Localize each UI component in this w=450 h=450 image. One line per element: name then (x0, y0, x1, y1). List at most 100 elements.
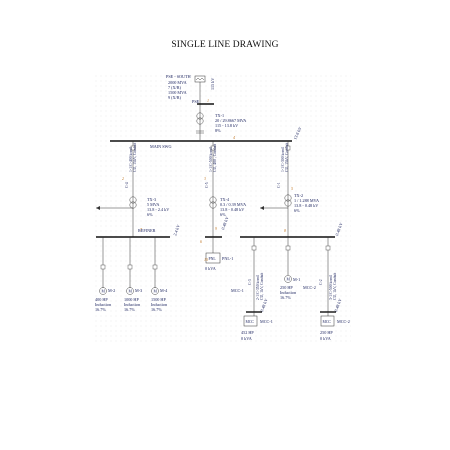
c3-spec2: CU, 1kV, Conduit (260, 272, 265, 300)
source-symbol (194, 75, 206, 83)
c4-name: C-4 (125, 182, 129, 188)
breaker-m4[interactable] (152, 264, 158, 270)
tx4-secondary-kv: 0.48 kV (220, 216, 229, 230)
c1-name: C-1 (277, 182, 281, 188)
mcc1-upper-label: MCC-1 (231, 288, 244, 293)
mcc2-upper-label: MCC-2 (303, 285, 316, 290)
m3-type: Induction (124, 302, 141, 307)
tx3-z: 6% (147, 212, 153, 217)
transformer-tx2[interactable] (284, 194, 292, 207)
tx3-kv: 13.8 - 2.4 kV (147, 207, 169, 212)
node-4: 4 (233, 135, 235, 140)
m2-hp: 400 HP (95, 297, 108, 302)
tx3-name: TX-3 (147, 197, 156, 202)
c5-spec: 1-1/C-500 kcmil (209, 147, 213, 172)
tx1-rating: 20 / 29.8667 MVA (215, 118, 246, 123)
pse-bus-label: PSE (192, 99, 200, 104)
source-name: PSE - SOUTH (166, 74, 191, 79)
m3-name: M-3 (135, 288, 142, 293)
breaker-c2[interactable] (325, 245, 331, 251)
c3-name: C-3 (248, 279, 252, 285)
breaker-c4[interactable] (130, 145, 136, 151)
mcc2-name: MCC-2 (337, 319, 350, 324)
main-swg-kv: 13.8 kV (292, 126, 302, 140)
source-mva-1: 2000 MVA (168, 80, 187, 85)
lv-bus-kv: 0.48 kV (334, 222, 343, 236)
node-6: 6 (200, 239, 202, 244)
c5-spec2: CU, 400 , Conduit (213, 143, 218, 172)
c2-spec2: CU, 1kV, Conduit (333, 272, 338, 300)
tx2-name: TX-2 (294, 193, 303, 198)
transformer-tx4[interactable] (209, 196, 217, 209)
tx2-kv: 13.8 - 0.48 kV (294, 203, 318, 208)
mcc2-panel[interactable]: MCC (320, 315, 335, 327)
mcc2-load2: 0 kVA (320, 336, 331, 341)
motor-m2[interactable]: M (99, 287, 107, 295)
motor-m1[interactable]: M (284, 275, 292, 283)
node-9: 9 (215, 226, 217, 231)
refiner-kv: 2.4 kV (172, 224, 181, 236)
motor-m3[interactable]: M (126, 287, 134, 295)
m1-pct: 16.7% (280, 295, 291, 300)
source-wave-icon (195, 77, 205, 81)
mcc2-box-label: MCC (323, 320, 332, 324)
breaker-m1[interactable] (285, 245, 291, 251)
tx4-z: 6% (220, 212, 226, 217)
tx1-z: 8% (215, 128, 221, 133)
transformer-tx1[interactable] (196, 112, 204, 125)
c4-spec: 1-1/C-400 kcmil (129, 147, 133, 172)
c3-spec: 2-1/C-350 kcmil (256, 275, 260, 300)
tx4-name: TX-4 (220, 197, 230, 202)
m3-hp: 1000 HP (124, 297, 139, 302)
motor-m4[interactable]: M (151, 287, 159, 295)
m4-type: Induction (151, 302, 168, 307)
source-mva-2: 1500 MVA (168, 90, 187, 95)
source-xr-2: 9 (X/R) (168, 95, 182, 100)
pnl1-load: 0 kVA (205, 266, 216, 271)
tx1-name: TX-1 (215, 113, 224, 118)
mcc2-kv: 0.48 kV (333, 298, 342, 312)
m4-hp: 1500 HP (151, 297, 166, 302)
m1-type: Induction (280, 290, 297, 295)
refiner-label: REFINER (138, 228, 156, 233)
mcc1-load2: 0 kVA (241, 336, 252, 341)
tx3-rating: 5 MVA (147, 202, 159, 207)
svg-text:M: M (154, 290, 158, 294)
c2-spec: 3-1/C-500 kcmil (329, 275, 333, 300)
c5-name: C-5 (205, 182, 209, 188)
pse-kv: 115 kV (210, 78, 215, 90)
source-xr-1: 7 (X/R) (168, 85, 182, 90)
m4-pct: 16.7% (151, 307, 162, 312)
tx2-rating: 1 / 1.288 MVA (294, 198, 319, 203)
mcc2-load: 250 HP (320, 330, 333, 335)
breaker-m2[interactable] (100, 264, 106, 270)
m3-pct: 16.7% (124, 307, 135, 312)
c2-name: C-2 (319, 279, 323, 285)
node-1: 1 (207, 98, 209, 103)
arrow-left-icon (96, 206, 100, 210)
breaker-m3[interactable] (127, 264, 133, 270)
c4-spec2: CU, 15kV, Conduit (133, 142, 138, 172)
grid-background (94, 72, 351, 345)
tx1-kv: 115 - 13.8 kV (215, 123, 238, 128)
c1-spec: 1-1/C-300 kcmil (281, 147, 285, 172)
m2-type: Induction (95, 302, 112, 307)
panel-pnl1[interactable]: PNL (205, 252, 221, 264)
c1-spec2: CU, 15kV, Conduit (285, 142, 290, 172)
node-3: 3 (204, 176, 206, 181)
mcc1-load: 452 HP (241, 330, 254, 335)
node-10: 10 (204, 257, 208, 262)
m2-name: M-2 (108, 288, 115, 293)
breaker-c3[interactable] (251, 245, 257, 251)
m1-hp: 250 HP (280, 285, 293, 290)
breaker-c5[interactable] (210, 145, 216, 151)
svg-text:M: M (102, 290, 106, 294)
utility-source[interactable]: PSE - SOUTH 2000 MVA 7 (X/R) 1500 MVA 9 … (166, 74, 206, 100)
mcc1-panel[interactable]: MCC (243, 315, 258, 327)
mcc1-name: MCC-1 (260, 319, 273, 324)
breaker-c1[interactable] (285, 145, 291, 151)
node-5: 5 (291, 186, 293, 191)
node-2: 2 (122, 176, 124, 181)
mcc1-kv: 0.48 kV (259, 298, 268, 312)
